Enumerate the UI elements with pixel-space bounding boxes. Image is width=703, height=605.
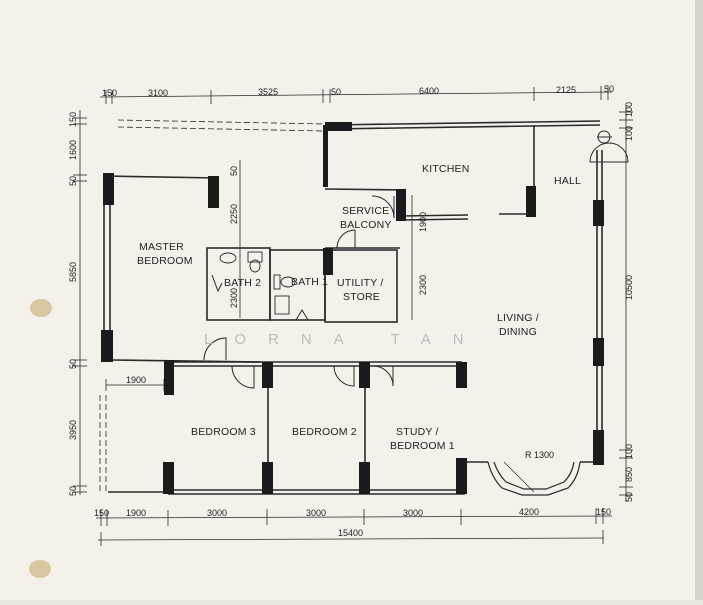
dim-left-label: 5850 xyxy=(68,262,78,282)
room-label-study-1: STUDY / xyxy=(396,426,439,438)
dim-right-label: 10500 xyxy=(624,275,634,300)
room-label-bath-1: BATH 1 xyxy=(291,276,328,288)
dimension-lines xyxy=(73,86,633,546)
room-label-service-balcony-2: BALCONY xyxy=(340,219,392,231)
dim-right-label: 100 xyxy=(624,102,634,117)
room-label-master-bedroom-1: MASTER xyxy=(139,241,184,253)
dim-left-label: 1600 xyxy=(68,140,78,160)
dim-left-label: 3950 xyxy=(68,420,78,440)
dim-top-label: 2125 xyxy=(556,85,576,95)
room-label-kitchen: KITCHEN xyxy=(422,163,470,175)
room-label-study-2: BEDROOM 1 xyxy=(390,440,455,452)
dim-bottom-label: 4200 xyxy=(519,507,539,517)
punch-hole xyxy=(30,299,52,317)
dim-top-label: 50 xyxy=(331,87,341,97)
dimension-labels-top: 150 3100 3525 50 6400 2125 50 xyxy=(102,84,614,98)
dim-top-label: 3100 xyxy=(148,88,168,98)
dim-bottom-label: 3000 xyxy=(306,508,326,518)
room-label-master-bedroom-2: BEDROOM xyxy=(137,255,193,267)
dimension-labels-bottom: 150 1900 3000 3000 3000 4200 150 15400 xyxy=(94,507,611,538)
room-label-hall: HALL xyxy=(554,175,581,187)
dimension-labels-right: 100 100 10500 100 850 50 xyxy=(624,102,634,502)
dim-left-label: 50 xyxy=(68,359,78,369)
dim-bottom-label: 3000 xyxy=(207,508,227,518)
page-edge xyxy=(695,0,703,600)
dim-utility-depth: 2300 xyxy=(418,275,428,295)
dim-top-label: 3525 xyxy=(258,87,278,97)
dim-top-label: 6400 xyxy=(419,86,439,96)
watermark: LORNA TAN xyxy=(204,331,486,348)
room-label-bedroom-2: BEDROOM 2 xyxy=(292,426,357,438)
dim-right-label: 100 xyxy=(624,444,634,459)
bay-radius-label: R 1300 xyxy=(525,450,554,460)
dim-service-balcony-depth: 1900 xyxy=(418,212,428,232)
dim-top-label: 150 xyxy=(102,88,117,98)
room-label-service-balcony-1: SERVICE xyxy=(342,205,389,217)
room-labels: KITCHEN HALL SERVICE BALCONY MASTER BEDR… xyxy=(137,163,581,460)
dim-bottom-label: 1900 xyxy=(126,508,146,518)
dim-left-label: 50 xyxy=(68,176,78,186)
structural-columns xyxy=(101,122,604,494)
room-label-bath-2: BATH 2 xyxy=(224,277,261,289)
dimension-labels-inner: 1900 2250 2300 50 1900 2300 xyxy=(126,166,428,385)
dim-bath2-lower: 2300 xyxy=(229,288,239,308)
bath-fixtures xyxy=(219,251,296,315)
door-swings xyxy=(203,130,629,389)
dim-bath2-top: 50 xyxy=(229,166,239,176)
dim-bottom-label: 150 xyxy=(94,508,109,518)
room-label-utility-1: UTILITY / xyxy=(337,277,384,289)
dim-top-label: 50 xyxy=(604,84,614,94)
dimension-labels-left: 150 1600 50 5850 50 3950 50 xyxy=(68,112,78,496)
punch-hole xyxy=(29,560,51,578)
room-label-bedroom-3: BEDROOM 3 xyxy=(191,426,256,438)
dim-left-label: 150 xyxy=(68,112,78,127)
dim-bottom-label: 150 xyxy=(596,507,611,517)
dim-right-label: 50 xyxy=(624,492,634,502)
dim-left-label: 50 xyxy=(68,486,78,496)
room-label-living-1: LIVING / xyxy=(497,312,539,324)
dim-bath2-upper: 2250 xyxy=(229,204,239,224)
bay-window xyxy=(487,461,581,496)
room-label-living-2: DINING xyxy=(499,326,537,338)
dim-total-width: 15400 xyxy=(338,528,363,538)
dim-bottom-label: 3000 xyxy=(403,508,423,518)
room-label-utility-2: STORE xyxy=(343,291,380,303)
dim-bedroom3-width: 1900 xyxy=(126,375,146,385)
dim-right-label: 100 xyxy=(624,126,634,141)
thin-walls xyxy=(103,120,603,495)
dim-right-label: 850 xyxy=(624,467,634,482)
